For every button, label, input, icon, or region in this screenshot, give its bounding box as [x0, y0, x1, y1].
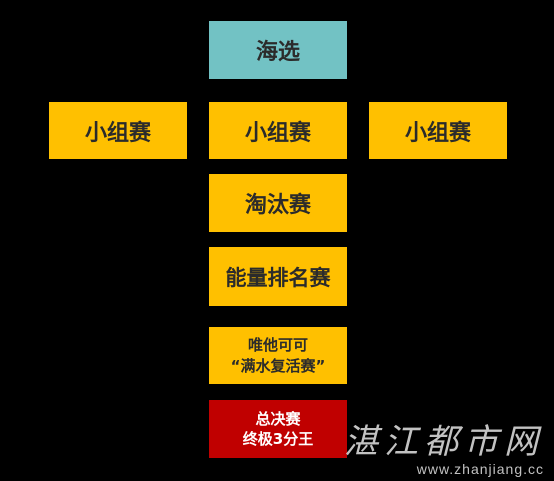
stage-label-final-line1: 总决赛 — [255, 410, 301, 428]
stage-box-group-right: 小组赛 — [369, 102, 507, 159]
stage-label-revive-line1: 唯他可可 — [247, 335, 308, 354]
stage-box-haixuan: 海选 — [209, 21, 347, 79]
watermark-site-name: 湛江都市网 — [344, 422, 544, 462]
stage-label-haixuan: 海选 — [255, 40, 300, 65]
stage-label-group-center: 小组赛 — [244, 120, 311, 146]
stage-label-taotai: 淘汰赛 — [244, 193, 311, 218]
stage-label-group-right: 小组赛 — [404, 120, 471, 146]
stage-box-group-center: 小组赛 — [209, 102, 347, 159]
stage-box-taotai: 淘汰赛 — [209, 174, 347, 232]
stage-label-revive-line2: “满水复活赛” — [230, 356, 326, 375]
stage-box-final: 总决赛 终极3分王 — [209, 400, 347, 458]
stage-label-ranking: 能量排名赛 — [225, 265, 331, 290]
watermark-url: www.zhanjiang.cc — [416, 461, 544, 477]
stage-box-ranking: 能量排名赛 — [209, 247, 347, 306]
stage-label-group-left: 小组赛 — [84, 120, 151, 146]
site-watermark: 湛江都市网 www.zhanjiang.cc — [344, 423, 544, 477]
stage-box-group-left: 小组赛 — [49, 102, 187, 159]
stage-label-final-line2: 终极3分王 — [242, 430, 314, 448]
stage-box-revive: 唯他可可 “满水复活赛” — [209, 327, 347, 384]
